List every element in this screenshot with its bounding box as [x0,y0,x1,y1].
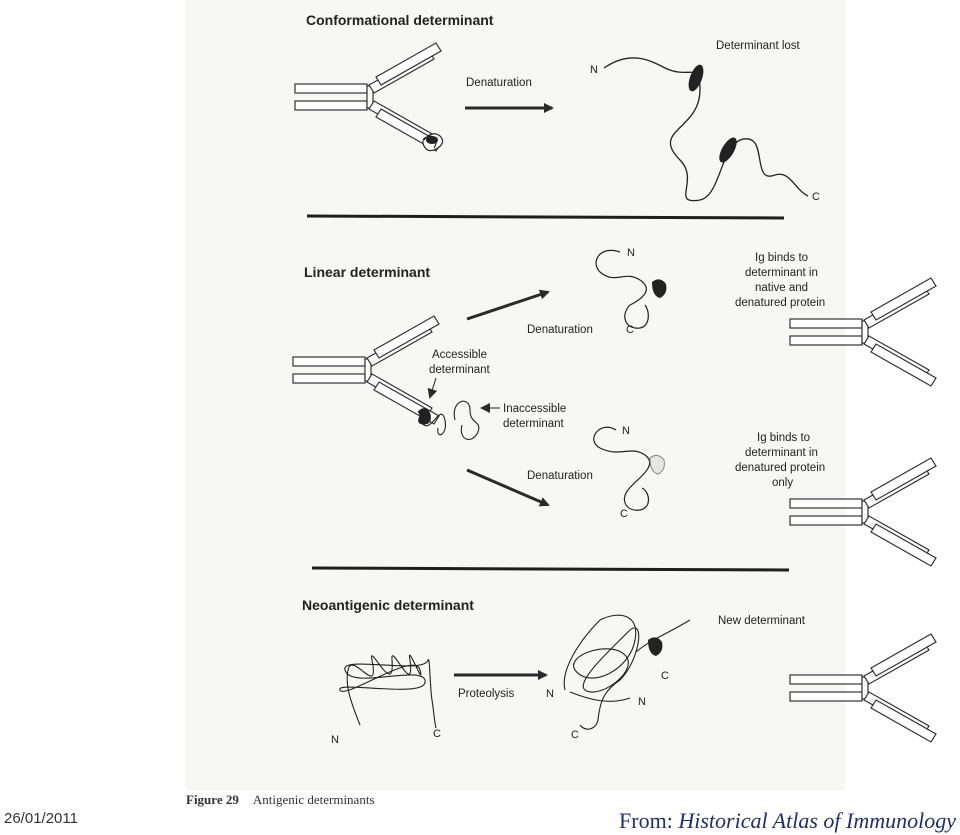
native-protein-coil [339,654,437,729]
neo-right-c1-label: C [571,729,579,741]
inaccessible-label-line2: determinant [503,418,565,430]
lost-epitope-fragment-2 [719,137,737,163]
inaccessible-label-line1: Inaccessible [503,403,566,415]
upper-callout-line3: native and [755,282,808,294]
c-terminus-label-2: C [626,324,634,336]
figure-caption: Figure 29 Antigenic determinants [186,792,375,808]
scanned-page [185,0,845,790]
source-citation: From: Historical Atlas of Immunology [619,808,956,834]
conformational-heading: Conformational determinant [306,12,494,28]
c-terminus-label-3: C [620,508,628,520]
accessible-pointer [427,377,438,399]
c-terminus-label-1: C [812,191,820,203]
upper-callout-line4: denatured protein [735,297,825,309]
n-terminus-label-2: N [627,247,635,259]
native-chain-left [419,413,447,436]
bound-epitope-upper [652,279,667,298]
new-determinant-label: New determinant [718,615,806,627]
source-title: Historical Atlas of Immunology [678,808,956,833]
denaturation-label-3: Denaturation [527,470,593,482]
antibody-upper-right [790,278,936,386]
cleaved-fragment-upper [635,619,691,653]
accessible-epitope [417,408,431,425]
source-prefix: From: [619,808,679,833]
lost-epitope-fragment-1 [688,64,704,92]
accessible-label-line2: determinant [429,364,491,376]
neo-right-c2-label: C [661,670,669,682]
linear-heading: Linear determinant [304,264,430,280]
cleaved-fragment-tail [569,691,631,702]
neoantigenic-heading: Neoantigenic determinant [302,597,474,613]
proteolysis-label: Proteolysis [458,688,514,700]
native-chain-right [453,400,480,440]
section-divider-1 [306,214,785,220]
n-terminus-label-3: N [622,425,630,437]
antibody-neoantigenic [790,634,936,742]
denatured-chain-3 [593,426,651,511]
section-divider-2 [311,566,790,572]
neo-left-n-label: N [331,734,339,746]
bound-epitope-lower [649,454,665,475]
denatured-chain-2 [595,249,649,329]
n-terminus-label-1: N [590,64,598,76]
lower-callout-line3: denatured protein [735,462,825,474]
lower-callout-line2: determinant in [745,447,818,459]
lower-callout-line4: only [772,477,793,489]
denaturation-arrow-2 [466,289,550,321]
determinant-lost-label: Determinant lost [716,40,801,52]
figure-title: Antigenic determinants [252,792,375,807]
figure-number: Figure 29 [186,792,239,807]
lower-callout-line1: Ig binds to [757,432,810,444]
cleaved-protein-coil [563,614,640,730]
antibody-linear [292,315,480,440]
denaturation-label-2: Denaturation [527,324,593,336]
upper-callout-line2: determinant in [745,267,818,279]
antibody-lower-right [790,458,936,566]
denaturation-label-1: Denaturation [466,77,532,89]
denaturation-arrow-3 [466,468,550,507]
conformational-epitope [426,136,438,144]
antibody-conformational [294,42,444,152]
neo-right-n1-label: N [546,688,554,700]
denatured-chain-1 [603,57,809,202]
new-epitope [648,637,663,656]
upper-callout-line1: Ig binds to [755,252,808,264]
slide-date: 26/01/2011 [4,810,78,827]
accessible-label-line1: Accessible [432,349,487,361]
neo-left-c-label: C [433,728,441,740]
neo-right-n2-label: N [638,696,646,708]
